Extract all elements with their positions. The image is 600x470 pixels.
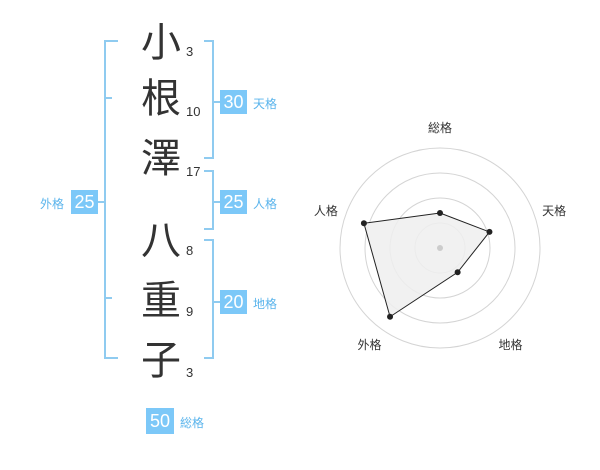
tenkaku-bracket-top	[204, 40, 214, 42]
stroke-count-3: 17	[186, 164, 201, 179]
stroke-count-2: 10	[186, 104, 201, 119]
radar-point-4	[387, 313, 394, 320]
soukaku-badge: 50	[146, 408, 174, 434]
jinkaku-bracket-top	[204, 170, 214, 172]
stroke-count-6: 3	[186, 365, 194, 380]
radar-point-3	[454, 269, 461, 276]
chikaku-bracket-connector	[212, 301, 220, 303]
chikaku-label: 地格	[253, 297, 278, 311]
outer-bracket-connector	[98, 201, 106, 203]
name-char-3: 澤	[141, 136, 181, 182]
chikaku-badge: 20	[220, 290, 247, 314]
radar-point-1	[437, 210, 443, 216]
radar-area	[363, 212, 491, 318]
outer-bracket-tick-2	[104, 297, 112, 299]
chikaku-bracket-top	[204, 239, 214, 241]
radar-axis-label-3: 地格	[499, 337, 523, 352]
stroke-count-4: 8	[186, 243, 194, 258]
radar-points	[360, 210, 493, 320]
gaikaku-label: 外格	[40, 197, 65, 211]
jinkaku-bracket-vertical	[212, 170, 214, 230]
jinkaku-badge: 25	[220, 190, 247, 214]
name-char-4: 八	[141, 218, 181, 264]
name-char-2: 根	[141, 76, 181, 122]
jinkaku-label: 人格	[253, 197, 278, 211]
stroke-count-5: 9	[186, 304, 194, 319]
radar-axis-label-2: 天格	[542, 203, 566, 218]
tenkaku-bracket-connector	[212, 101, 220, 103]
radar-axis-label-5: 人格	[314, 203, 338, 218]
radar-point-5	[360, 220, 367, 227]
radar-ring-4	[339, 147, 541, 349]
stroke-count-1: 3	[186, 44, 194, 59]
chikaku-bracket-vertical	[212, 239, 214, 359]
radar-center-dot	[437, 245, 443, 251]
outer-bracket-vertical	[104, 40, 106, 359]
tenkaku-label: 天格	[253, 97, 278, 111]
radar-axis-label-1: 総格	[428, 120, 452, 135]
name-char-1: 小	[141, 20, 181, 66]
outer-bracket-bottom	[104, 357, 118, 359]
gaikaku-badge: 25	[71, 190, 98, 214]
radar-point-2	[486, 228, 493, 235]
soukaku-label: 総格	[180, 416, 205, 430]
radar-axis-label-4: 外格	[357, 337, 381, 352]
outer-bracket-top	[104, 40, 118, 42]
jinkaku-bracket-bottom	[204, 228, 214, 230]
outer-bracket-tick-1	[104, 97, 112, 99]
tenkaku-bracket-bottom	[204, 157, 214, 159]
chikaku-bracket-bottom	[204, 357, 214, 359]
name-char-6: 子	[141, 338, 181, 384]
tenkaku-badge: 30	[220, 90, 247, 114]
name-char-5: 重	[141, 278, 181, 324]
tenkaku-bracket-vertical	[212, 40, 214, 159]
jinkaku-bracket-connector	[212, 201, 220, 203]
radar-ring-3	[364, 172, 516, 324]
